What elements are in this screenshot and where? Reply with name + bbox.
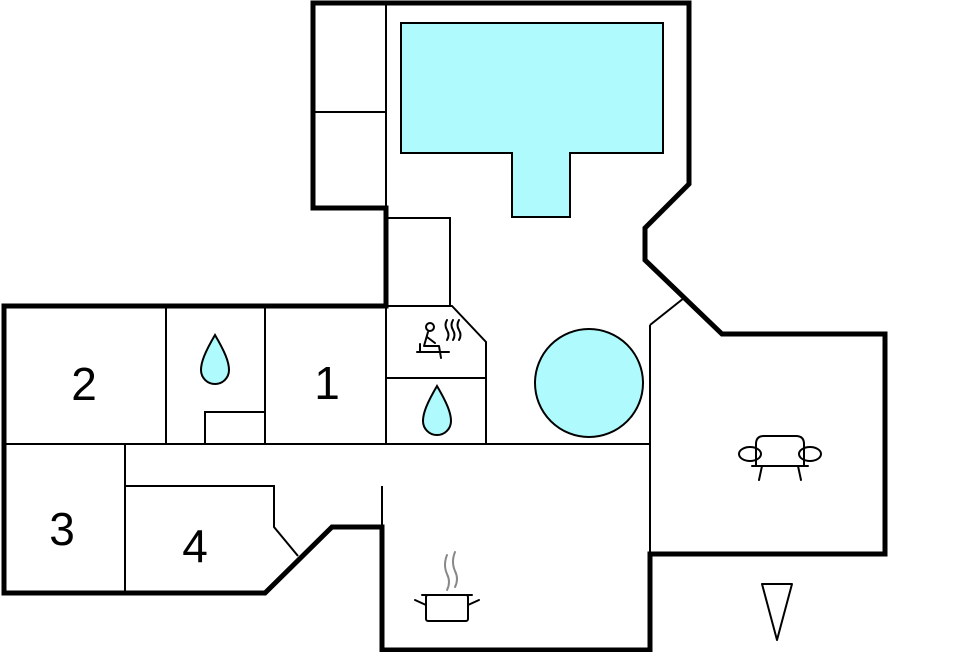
outer-walls xyxy=(1,0,888,652)
water-drop-icon xyxy=(421,384,453,436)
room-number-4: 4 xyxy=(182,520,208,572)
room-number-3: 3 xyxy=(49,503,75,555)
swimming-pool-icon xyxy=(400,22,664,218)
inner-walls xyxy=(4,3,685,593)
water-drop-icon xyxy=(199,333,231,385)
sauna-icon xyxy=(416,319,462,359)
room-number-2: 2 xyxy=(71,358,97,410)
north-arrow-icon xyxy=(761,583,793,641)
cooking-pot-icon xyxy=(414,551,480,622)
room-number-1: 1 xyxy=(314,357,340,409)
sofa-icon xyxy=(738,435,822,481)
whirlpool-icon xyxy=(534,328,644,438)
